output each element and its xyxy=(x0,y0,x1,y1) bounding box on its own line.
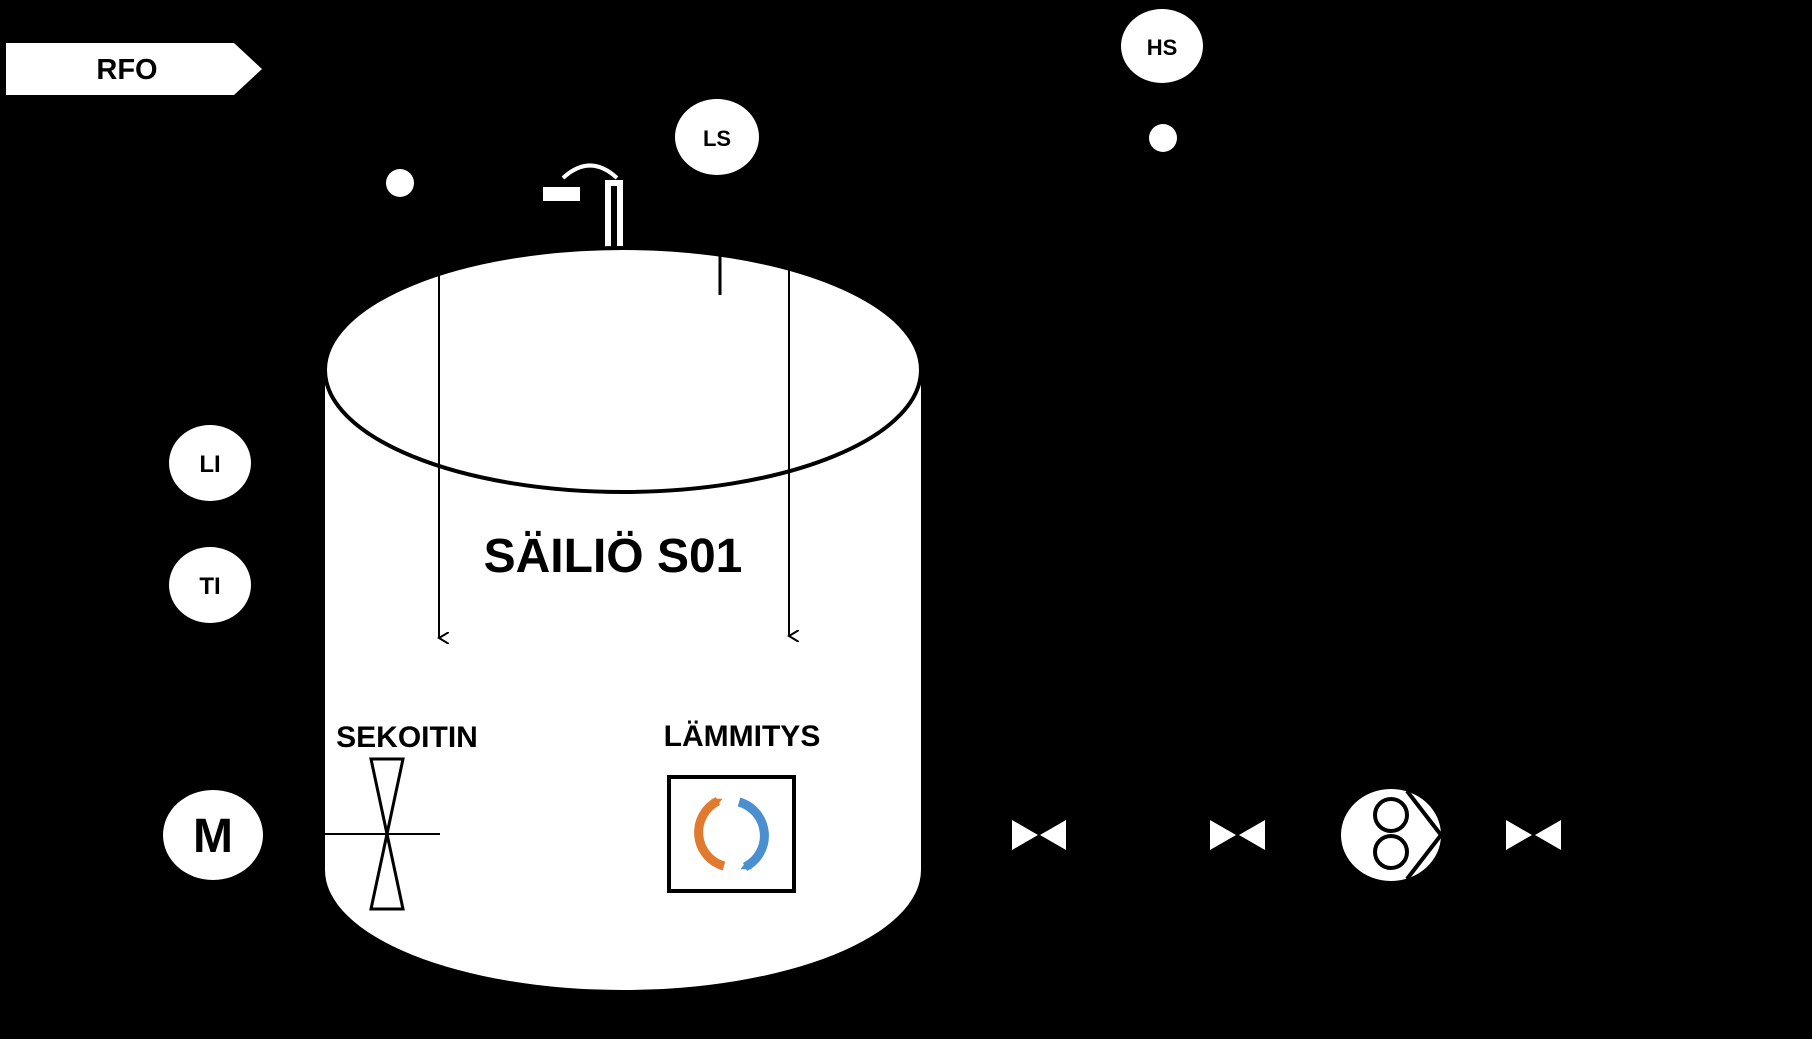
hs-instrument[interactable]: HS xyxy=(1121,9,1203,83)
tank-title: SÄILIÖ S01 xyxy=(484,530,743,583)
ti-label: TI xyxy=(199,573,220,600)
mixer-blade-top xyxy=(369,757,405,835)
motor-label: M xyxy=(193,810,233,863)
valve-3-icon[interactable] xyxy=(1506,820,1561,850)
valve-1-icon[interactable] xyxy=(1012,820,1066,850)
mixer[interactable]: SEKOITIN xyxy=(322,721,478,911)
pump-icon[interactable] xyxy=(1341,789,1444,881)
heating-arrow-orange-icon xyxy=(694,796,726,871)
valve-2-icon[interactable] xyxy=(1210,820,1265,850)
li-label: LI xyxy=(199,451,220,478)
ti-instrument[interactable]: TI xyxy=(169,547,251,623)
mixer-blade-bottom xyxy=(369,833,405,911)
signal-dot xyxy=(386,169,414,197)
heating-label: LÄMMITYS xyxy=(664,720,821,753)
heating-arrow-blue-icon xyxy=(737,797,769,872)
hs-label: HS xyxy=(1147,35,1178,60)
ls-label: LS xyxy=(703,126,731,151)
heating[interactable]: LÄMMITYS xyxy=(664,720,821,893)
ls-instrument[interactable]: LS xyxy=(675,99,759,175)
rfo-tag[interactable]: RFO xyxy=(6,43,262,95)
li-instrument[interactable]: LI xyxy=(169,425,251,501)
motor[interactable]: M xyxy=(163,790,263,880)
rfo-label: RFO xyxy=(96,54,157,86)
heating-box xyxy=(667,775,796,893)
mixer-label: SEKOITIN xyxy=(336,721,478,754)
tank-s01[interactable]: SÄILIÖ S01 xyxy=(323,246,923,990)
hs-signal-dot xyxy=(1149,124,1177,152)
